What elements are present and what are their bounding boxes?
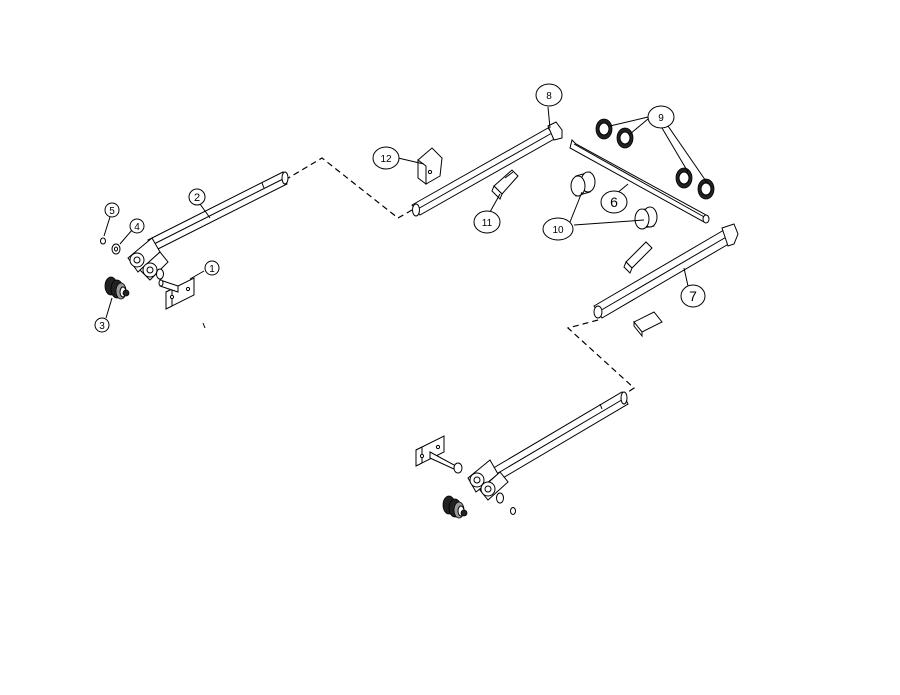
leader-9c xyxy=(661,127,689,173)
part-7-arm xyxy=(593,223,739,319)
part-6-bar xyxy=(569,139,710,224)
part-2-arm-left xyxy=(127,171,289,281)
ring-lower xyxy=(510,507,516,515)
callout-8: 8 xyxy=(535,83,563,107)
svg-text:7: 7 xyxy=(689,288,697,304)
callout-9: 9 xyxy=(647,105,675,129)
washer-lower-2 xyxy=(496,492,504,504)
svg-text:8: 8 xyxy=(546,91,552,102)
callout-1: 1 xyxy=(204,260,220,276)
leader-5 xyxy=(103,216,111,237)
leader-7 xyxy=(683,267,689,287)
part-5-ring xyxy=(100,237,106,245)
leader-10a xyxy=(569,191,583,223)
leader-3 xyxy=(105,297,113,319)
callout-11: 11 xyxy=(473,210,501,234)
svg-text:2: 2 xyxy=(194,192,200,204)
leader-4 xyxy=(119,229,133,245)
leader-9d xyxy=(667,125,709,185)
leader-2 xyxy=(199,203,211,219)
part-8-crossbar xyxy=(411,121,563,217)
clip-right xyxy=(623,241,653,274)
washer-left xyxy=(156,268,164,280)
dashed-connector-upper xyxy=(284,157,413,219)
callout-3: 3 xyxy=(94,317,110,333)
cover-plate xyxy=(633,311,663,338)
lower-bushing xyxy=(442,495,468,519)
svg-text:10: 10 xyxy=(552,225,564,236)
leader-9b xyxy=(629,118,649,135)
lower-arm xyxy=(467,391,629,501)
callout-5: 5 xyxy=(104,202,120,218)
leader-12 xyxy=(397,157,425,165)
callout-6: 6 xyxy=(600,190,628,214)
svg-text:1: 1 xyxy=(209,264,215,275)
callout-12: 12 xyxy=(372,146,400,170)
leader-10b xyxy=(573,219,645,226)
washer-lower-1 xyxy=(453,462,463,474)
callout-4: 4 xyxy=(129,218,145,234)
leader-1 xyxy=(189,270,205,280)
svg-text:6: 6 xyxy=(610,194,618,210)
callout-10: 10 xyxy=(542,217,574,241)
svg-text:5: 5 xyxy=(109,206,115,217)
svg-text:11: 11 xyxy=(482,218,493,229)
svg-text:9: 9 xyxy=(658,113,664,124)
part-1-bracket xyxy=(158,277,195,310)
part-10-spacers xyxy=(570,171,658,230)
svg-text:12: 12 xyxy=(380,154,392,165)
leader-8 xyxy=(547,106,551,129)
svg-text:3: 3 xyxy=(99,321,105,332)
part-12-bracket xyxy=(417,147,443,185)
dashed-connector-lower xyxy=(566,319,635,397)
leader-11 xyxy=(489,193,501,213)
callout-2: 2 xyxy=(188,188,206,206)
leader-9a xyxy=(609,116,649,127)
part-11-clip xyxy=(491,169,519,200)
part-3-bushing xyxy=(104,276,130,300)
lower-bracket xyxy=(415,435,457,471)
part-9-bushings xyxy=(595,118,715,200)
callout-7: 7 xyxy=(680,284,706,308)
svg-text:4: 4 xyxy=(134,222,140,233)
